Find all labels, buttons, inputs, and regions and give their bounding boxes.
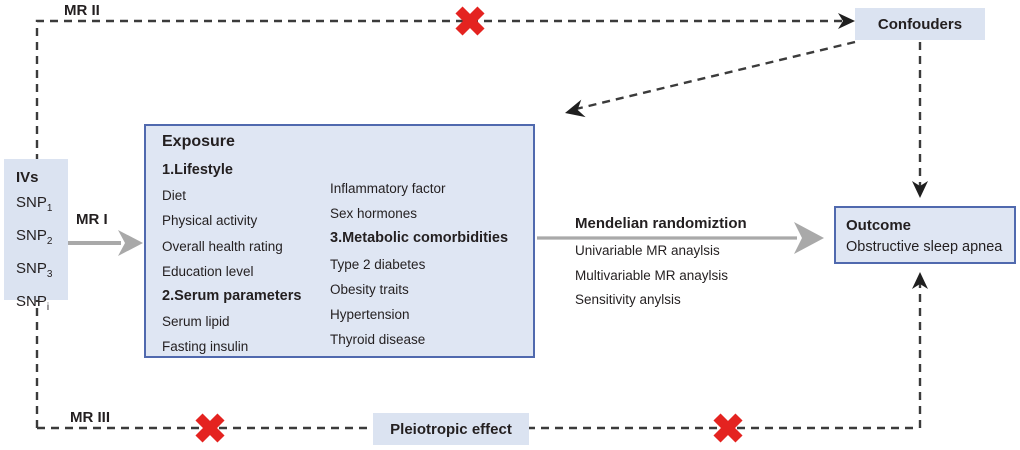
exposure-item: Overall health rating — [162, 238, 283, 254]
confounders-label: Confouders — [877, 15, 963, 33]
mr-analysis-item: Sensitivity anylsis — [575, 292, 681, 308]
mr2-arrowhead — [838, 13, 855, 29]
exposure-column-2: Inflammatory factor Sex hormones 3.Metab… — [330, 176, 508, 352]
exposure-item: Fasting insulin — [162, 339, 249, 355]
exposure-box: Exposure 1.Lifestyle Diet Physical activ… — [144, 124, 535, 358]
mr-analysis-title: Mendelian randomiztion — [575, 215, 747, 232]
exposure-item: Diet — [162, 188, 187, 204]
confounders-exposure-dashed-line — [575, 40, 856, 111]
confounders-outcome-arrowhead — [912, 181, 928, 198]
exposure-item: Type 2 diabetes — [330, 256, 426, 272]
exposure-item: Thyroid disease — [330, 332, 426, 348]
snp-base: SNP — [16, 293, 47, 310]
mr-main-arrowhead — [794, 222, 824, 254]
mr2-label: MR II — [64, 2, 100, 19]
pleiotropy-box: Pleiotropic effect — [373, 413, 529, 445]
snp-subscript: 1 — [46, 203, 53, 214]
snp-subscript: 2 — [46, 236, 53, 247]
exposure-box-title: Exposure — [162, 133, 235, 150]
snp-base: SNP — [16, 227, 47, 244]
exposure-column-1: 1.Lifestyle Diet Physical activity Overa… — [162, 158, 301, 360]
snp-item: SNP1 — [16, 189, 68, 222]
exposure-item: Education level — [162, 263, 254, 279]
outcome-box-title: Outcome — [846, 217, 912, 234]
exposure-item: 1.Lifestyle — [162, 162, 233, 178]
mr2-dashed-line — [35, 19, 845, 428]
snp-subscript: i — [46, 302, 50, 313]
exposure-item: Physical activity — [162, 213, 258, 229]
red-x-mr2 — [455, 6, 485, 36]
pleiotropy-outcome-arrowhead — [912, 272, 928, 289]
mr-analysis-item: Univariable MR anaylsis — [575, 243, 720, 258]
confounders-exposure-arrowhead — [565, 99, 586, 118]
exposure-item: 2.Serum parameters — [162, 288, 302, 305]
exposure-item: Sex hormones — [330, 206, 418, 222]
exposure-item: 3.Metabolic comorbidities — [330, 230, 509, 247]
outcome-box: Outcome Obstructive sleep apnea — [834, 206, 1016, 264]
outcome-box-subtitle: Obstructive sleep apnea — [846, 239, 1003, 255]
exposure-item: Obesity traits — [330, 281, 409, 297]
snp-item: SNP2 — [16, 222, 68, 255]
exposure-item: Serum lipid — [162, 314, 230, 330]
mr1-arrowhead — [118, 230, 143, 256]
mr-analysis-item: Multivariable MR anaylsis — [575, 267, 729, 283]
snp-subscript: 3 — [46, 269, 53, 280]
pleiotropy-label: Pleiotropic effect — [390, 420, 512, 438]
red-x-mr3-right — [713, 413, 743, 443]
snp-item: SNPi — [16, 288, 68, 321]
red-x-mr3-left — [195, 413, 225, 443]
iv-box-title: IVs — [16, 169, 39, 186]
snp-item: SNP3 — [16, 255, 68, 288]
mr1-label: MR I — [76, 211, 108, 228]
mr-analysis-block: Mendelian randomiztion Univariable MR an… — [575, 215, 747, 313]
snp-base: SNP — [16, 260, 47, 277]
confounders-box: Confouders — [855, 8, 985, 40]
snp-base: SNP — [16, 194, 47, 211]
exposure-item: Hypertension — [330, 307, 410, 323]
exposure-item: Inflammatory factor — [330, 181, 446, 196]
iv-box: IVs SNP1 SNP2 SNP3 SNPi — [4, 159, 68, 313]
mr3-label: MR III — [70, 409, 110, 426]
